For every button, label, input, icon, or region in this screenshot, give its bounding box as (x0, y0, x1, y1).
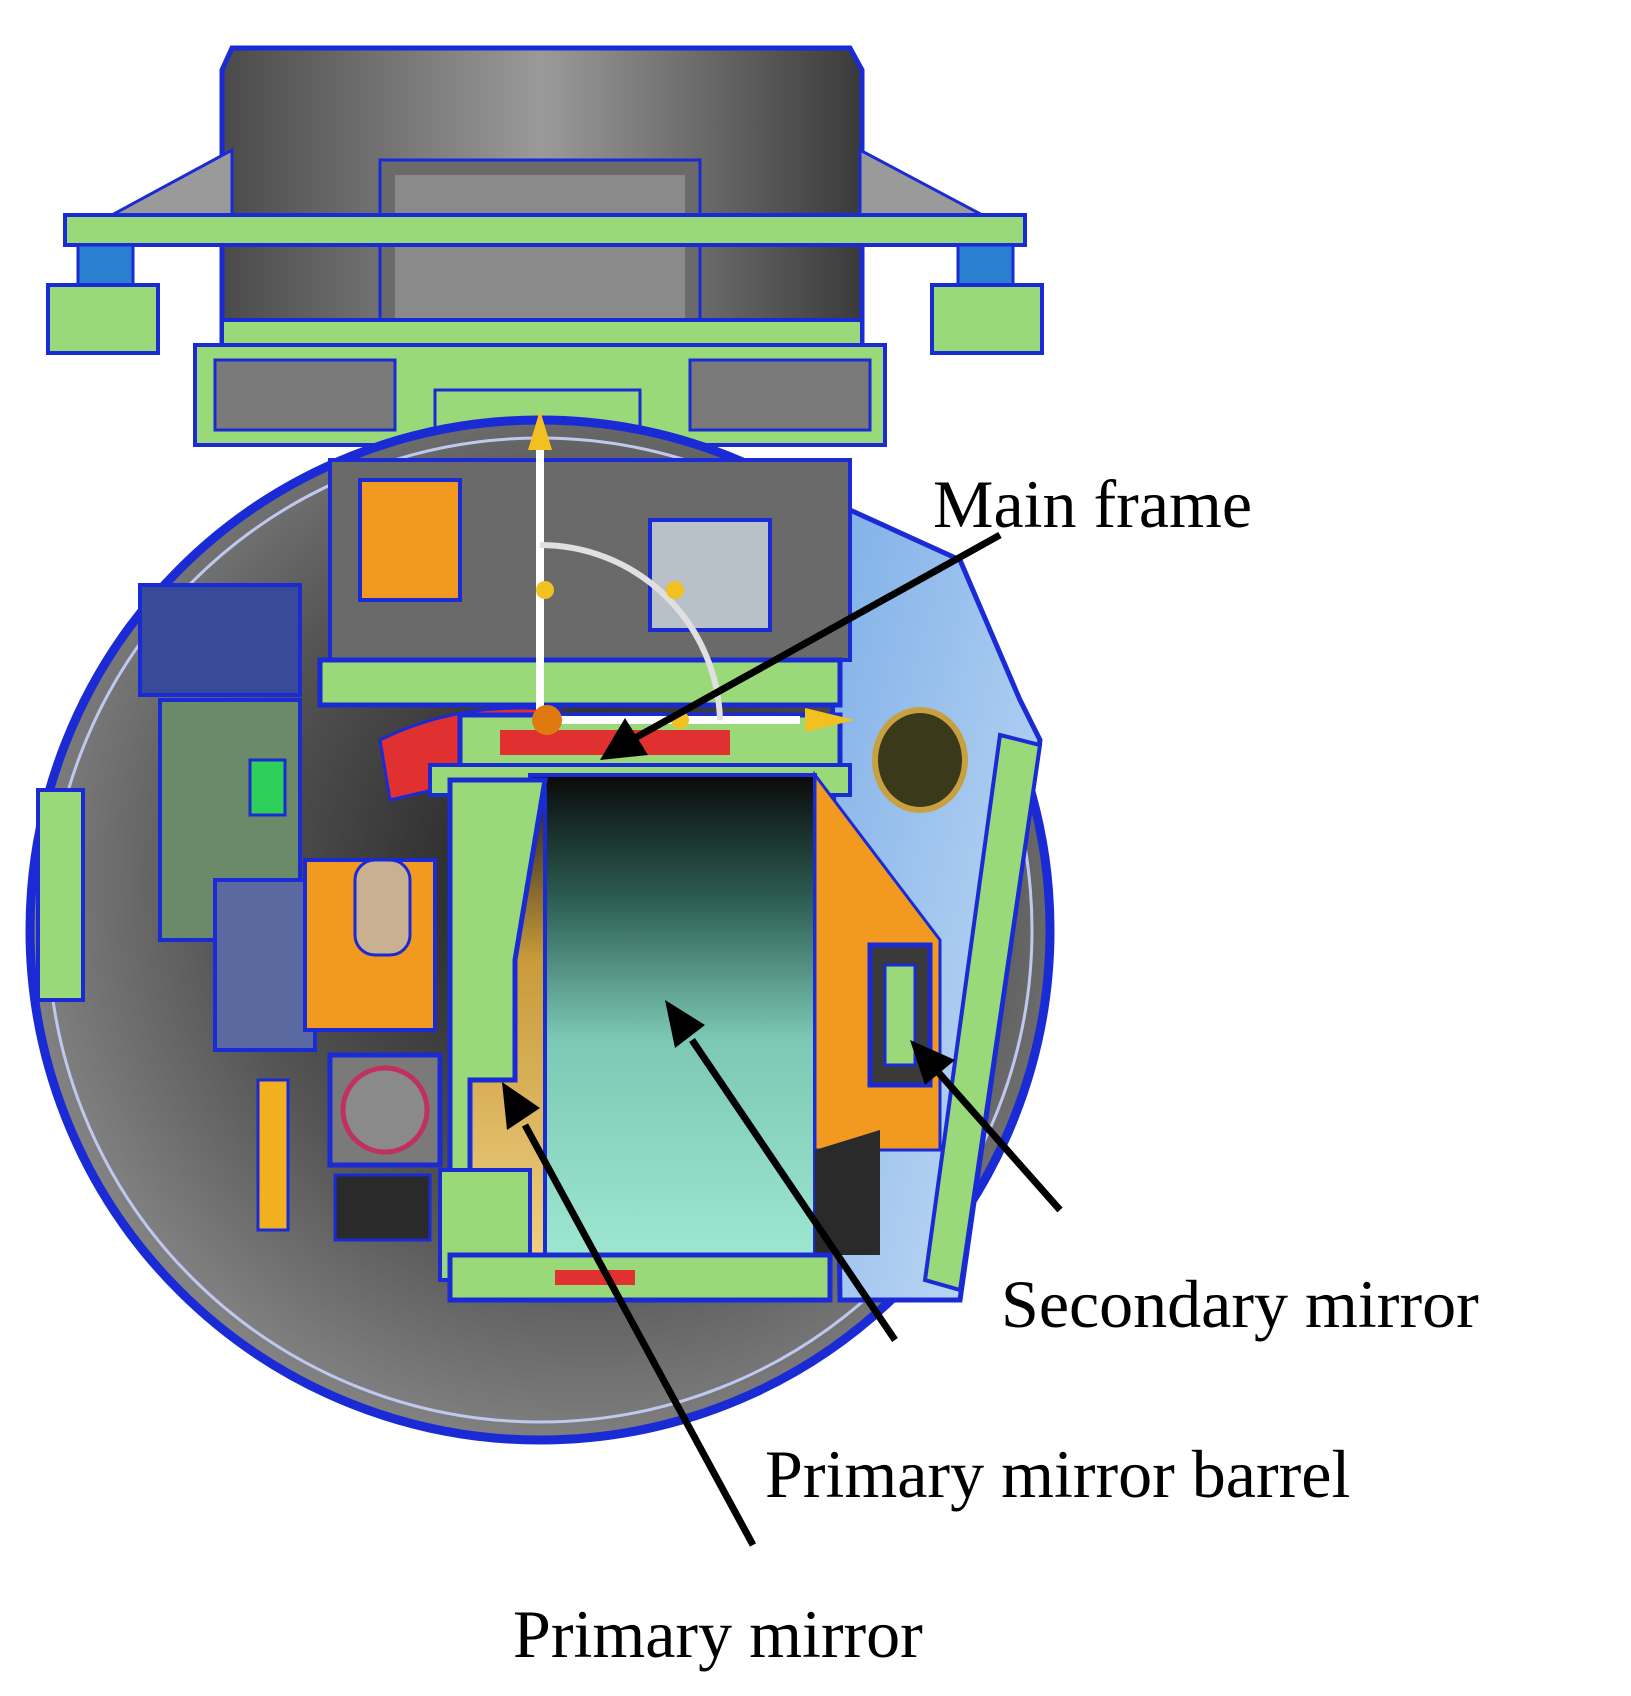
arrow-secondary-mirror (935, 1069, 1063, 1213)
arrow-primary-mirror-barrel-head (665, 1000, 705, 1048)
label-main-frame: Main frame (933, 466, 1253, 542)
arrow-main-frame (633, 531, 1002, 742)
label-secondary-mirror: Secondary mirror (1001, 1266, 1479, 1342)
arrow-main-frame-head (600, 718, 648, 760)
primary-mirror (438, 777, 833, 1303)
arrow-primary-mirror-head (502, 1082, 540, 1130)
top-mount (46, 45, 1044, 447)
arrow-secondary-mirror-head (910, 1040, 955, 1085)
arrow-primary-mirror-barrel (689, 1038, 898, 1342)
main-frame (317, 458, 852, 802)
electronics-stack (138, 583, 443, 1242)
arrow-primary-mirror (521, 1123, 757, 1547)
leader-arrows (502, 531, 1063, 1547)
label-primary-mirror: Primary mirror (513, 1596, 923, 1672)
label-primary-mirror-barrel: Primary mirror barrel (765, 1436, 1351, 1512)
